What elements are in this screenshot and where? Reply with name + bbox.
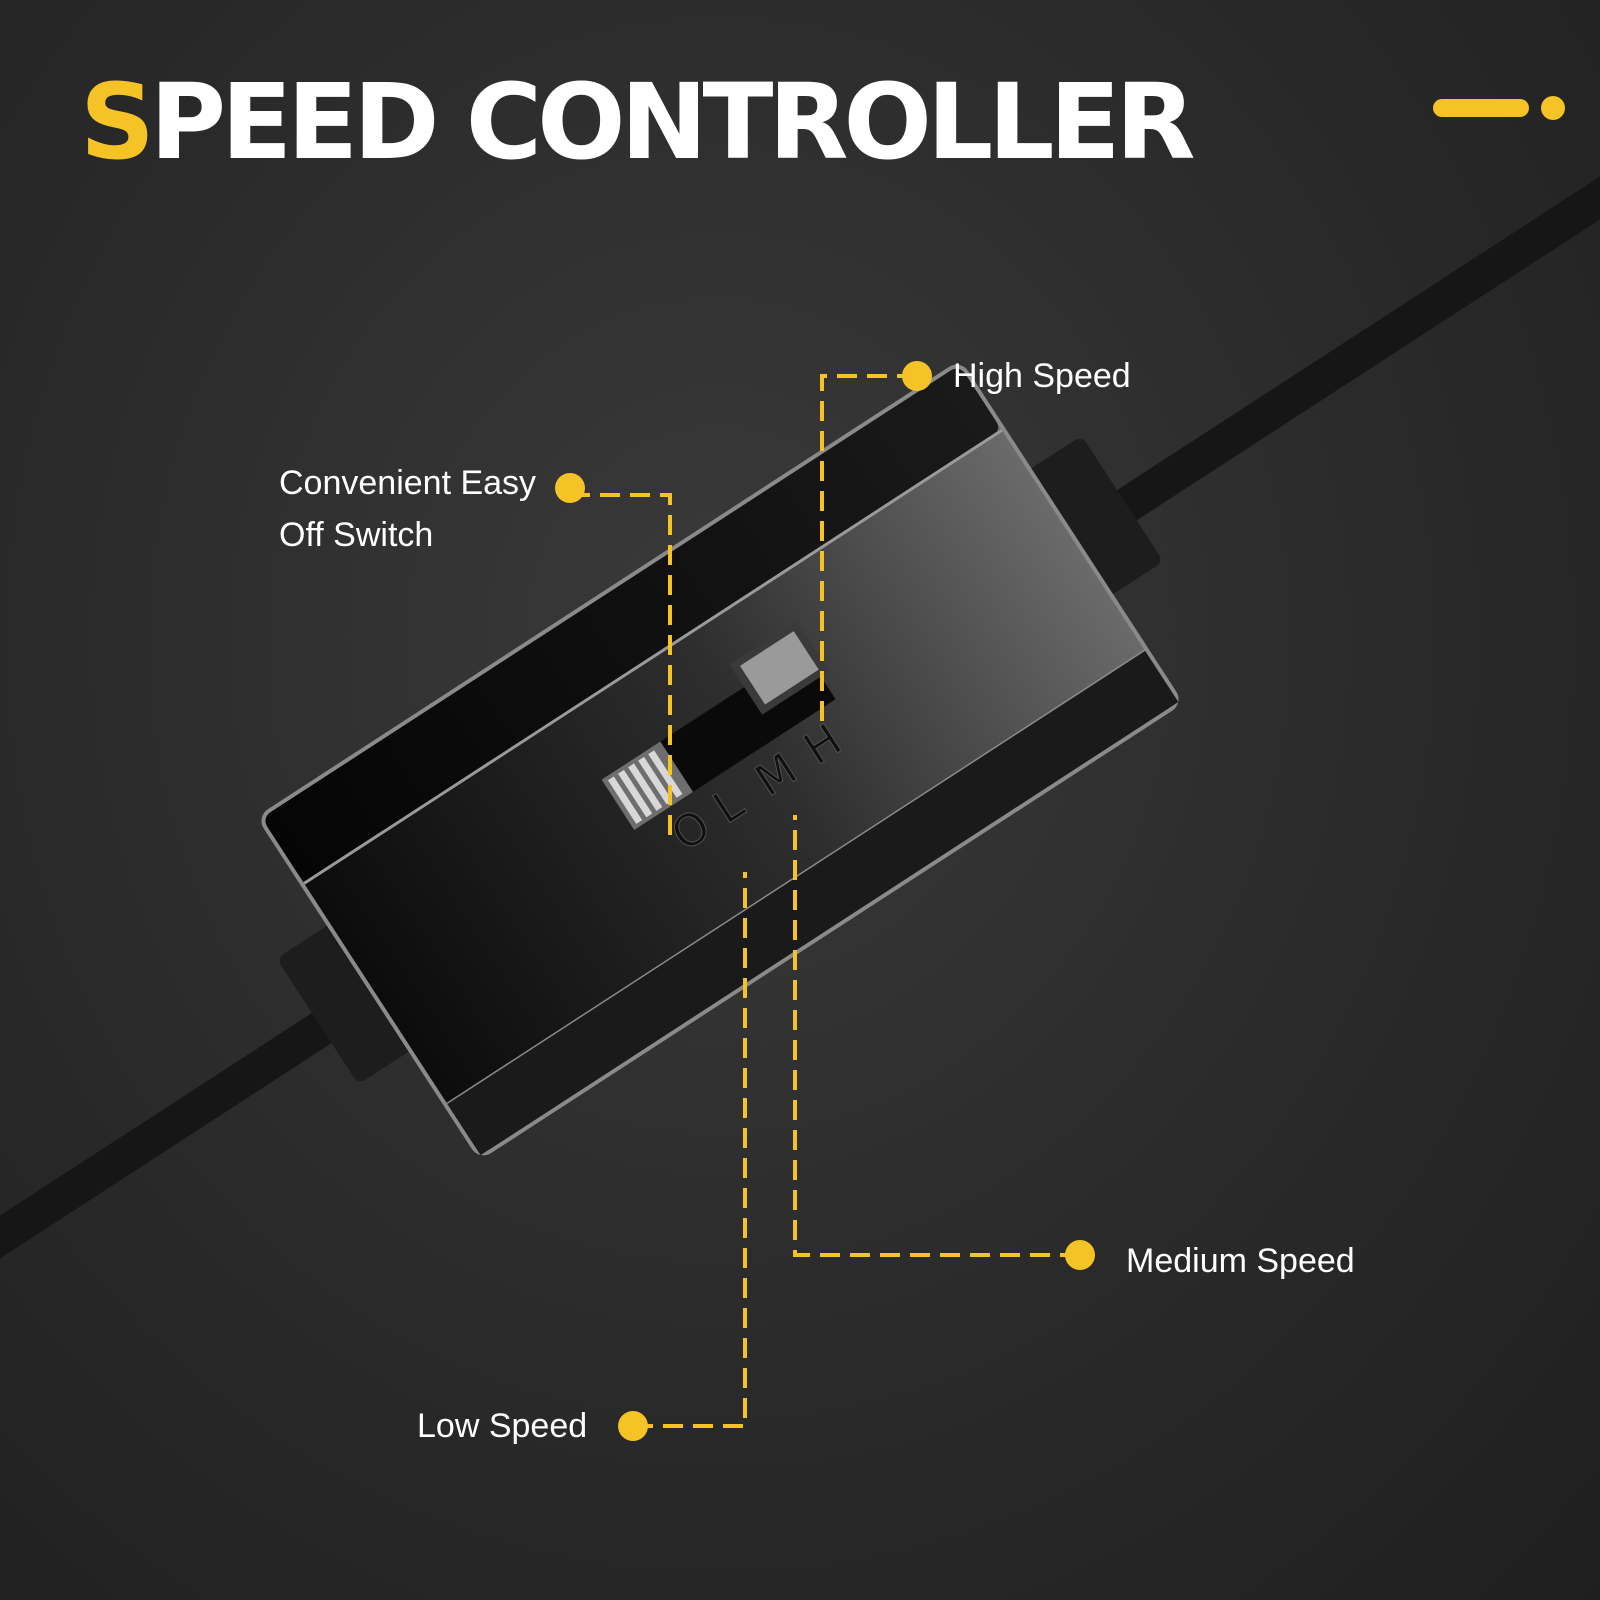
title-first-letter: S	[80, 61, 155, 183]
callout-dot-off	[555, 473, 585, 503]
title-rest: PEED CONTROLLER	[149, 61, 1196, 183]
callout-dot-high	[902, 361, 932, 391]
controller-housing: O L M H	[261, 364, 1179, 1156]
leader-line-low	[633, 872, 747, 1428]
leader-line-off	[570, 493, 672, 845]
page-title: SPEED CONTROLLER	[80, 70, 1196, 174]
decorative-dot	[1541, 96, 1565, 120]
callout-label-medium: Medium Speed	[1126, 1242, 1355, 1280]
slide-switch	[601, 620, 836, 830]
leader-line-high	[820, 374, 917, 730]
callout-label-off: Convenient Easy Off Switch	[279, 457, 536, 561]
decorative-bar	[1433, 99, 1529, 117]
leader-line-medium	[793, 815, 1080, 1257]
callout-dot-medium	[1065, 1240, 1095, 1270]
callout-label-off-line1: Convenient Easy	[279, 464, 537, 502]
housing-top-face	[265, 368, 999, 880]
strain-relief-left	[279, 918, 423, 1082]
callout-dot-low	[618, 1411, 648, 1441]
callout-label-low: Low Speed	[417, 1407, 588, 1445]
callout-label-off-line2: Off Switch	[279, 516, 434, 554]
strain-relief-right	[1017, 438, 1161, 602]
callout-label-high: High Speed	[953, 357, 1131, 395]
